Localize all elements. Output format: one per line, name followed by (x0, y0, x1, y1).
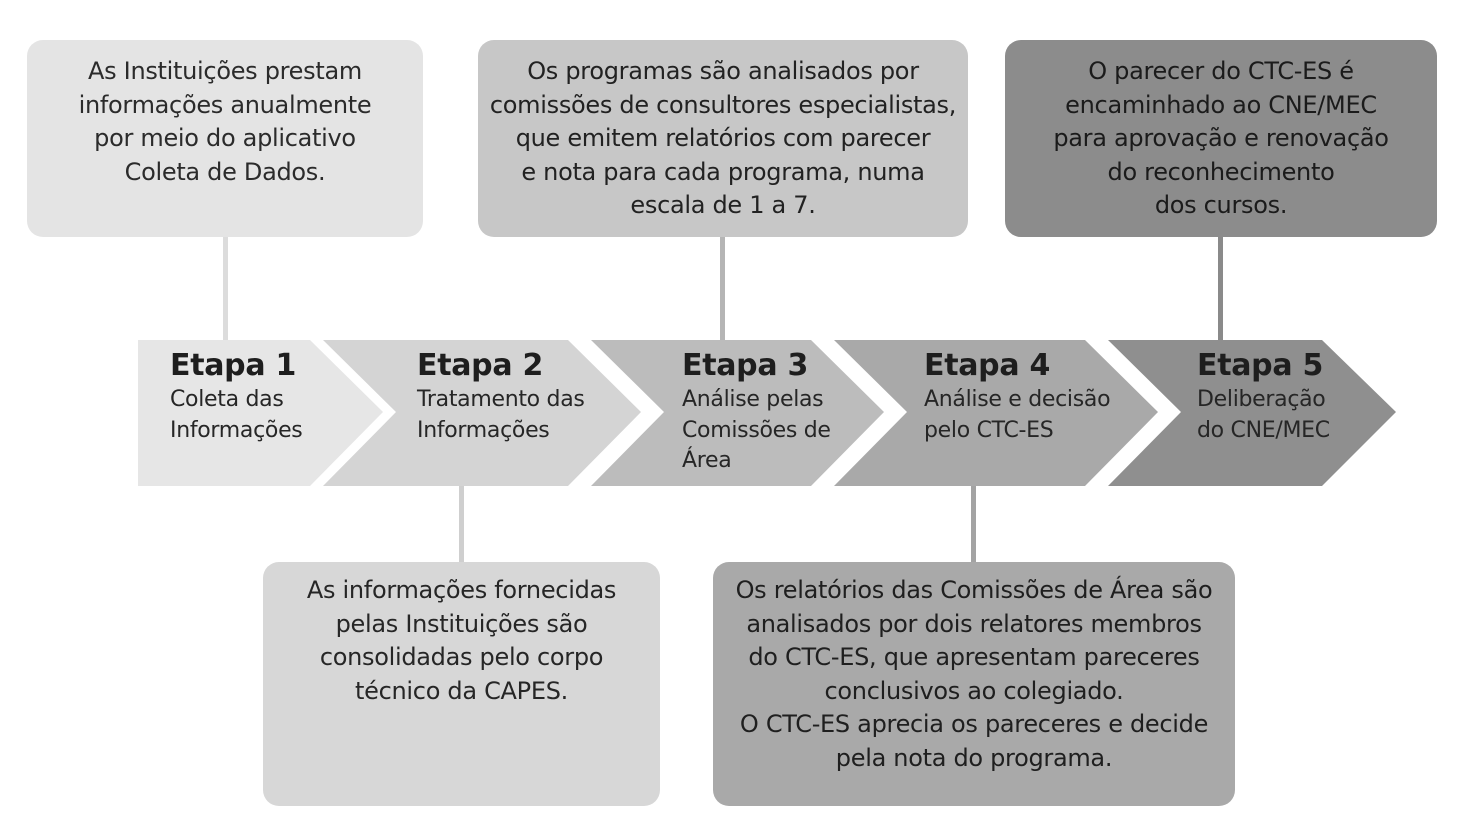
note-text-step3: Os programas são analisados por comissõe… (489, 57, 957, 219)
note-text-step5: O parecer do CTC-ES é encaminhado ao CNE… (1053, 57, 1389, 219)
note-box-step4: Os relatórios das Comissões de Área são … (713, 562, 1235, 806)
note-text-step4: Os relatórios das Comissões de Área são … (735, 576, 1213, 772)
step-4-description: Análise e decisão pelo CTC-ES (924, 387, 1111, 443)
connector-step3 (720, 236, 725, 340)
note-box-step1: As Instituições prestam informações anua… (27, 40, 423, 237)
step-3-title: Etapa 3 (682, 348, 809, 383)
connector-step1 (223, 236, 228, 340)
connector-step2 (459, 482, 464, 564)
step-5: Etapa 5 Deliberação do CNE/MEC (1197, 350, 1330, 446)
step-2-title: Etapa 2 (417, 348, 544, 383)
connector-step4 (971, 482, 976, 564)
arrow-step1 (138, 340, 383, 486)
step-3-description: Análise pelas Comissões de Área (682, 387, 831, 473)
step-1-description: Coleta das Informações (170, 387, 303, 443)
step-1: Etapa 1 Coleta das Informações (170, 348, 303, 446)
step-2: Etapa 2 Tratamento das Informações (417, 350, 585, 446)
note-box-step3: Os programas são analisados por comissõe… (478, 40, 968, 237)
note-box-step5: O parecer do CTC-ES é encaminhado ao CNE… (1005, 40, 1437, 237)
connector-step5 (1218, 236, 1223, 340)
step-5-description: Deliberação do CNE/MEC (1197, 387, 1330, 443)
step-4-title: Etapa 4 (924, 348, 1051, 383)
arrow-step4 (834, 340, 1158, 486)
arrow-step5 (1108, 340, 1396, 486)
step-2-description: Tratamento das Informações (417, 387, 585, 443)
note-text-step2: As informações fornecidas pelas Institui… (306, 576, 617, 705)
note-text-step1: As Instituições prestam informações anua… (78, 57, 372, 186)
note-box-step2: As informações fornecidas pelas Institui… (263, 562, 660, 806)
step-1-title: Etapa 1 (170, 348, 297, 383)
step-3: Etapa 3 Análise pelas Comissões de Área (682, 350, 831, 477)
arrow-step3 (591, 340, 884, 486)
step-5-title: Etapa 5 (1197, 348, 1324, 383)
arrow-step2 (323, 340, 641, 486)
step-4: Etapa 4 Análise e decisão pelo CTC-ES (924, 348, 1111, 446)
